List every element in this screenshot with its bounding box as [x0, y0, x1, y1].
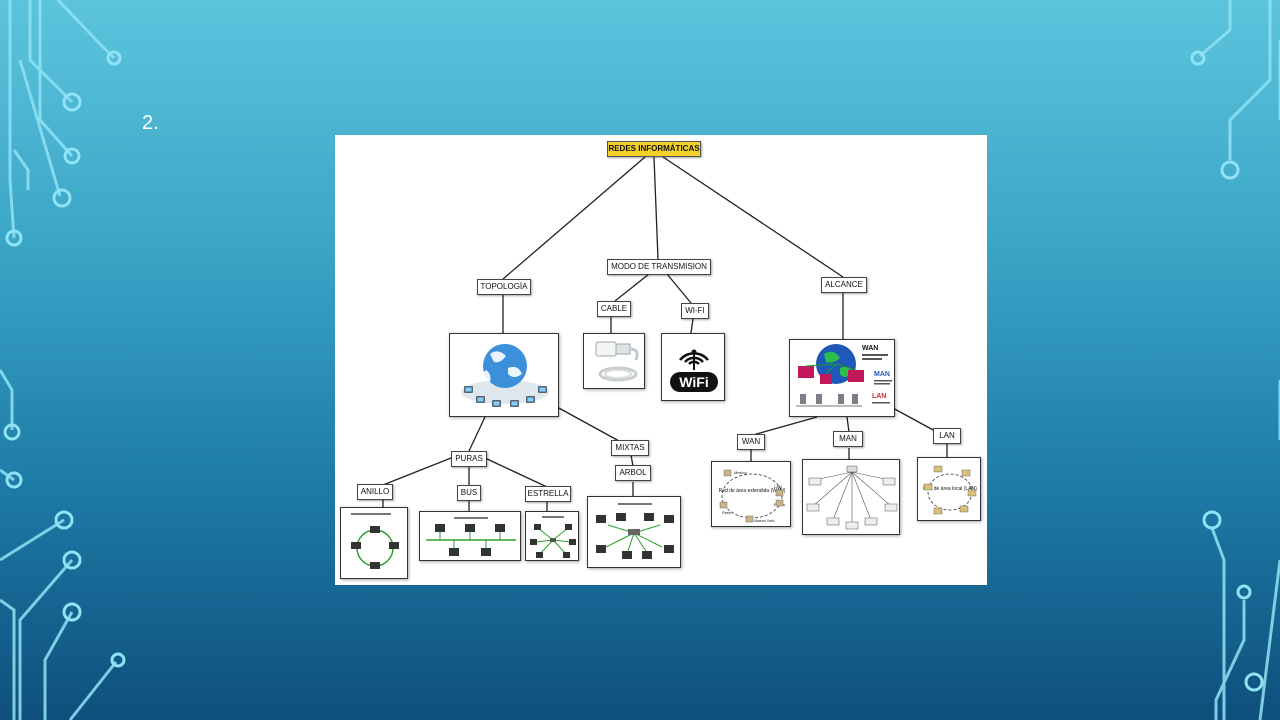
node-modo-de-transmision: MODO DE TRANSMISION	[607, 259, 711, 275]
node-bus: BUS	[457, 485, 481, 501]
node-alcance: ALCANCE	[821, 277, 867, 293]
bus-topology-image	[419, 511, 521, 561]
node-wifi: WI-FI	[681, 303, 709, 319]
slide-number: 2.	[142, 112, 159, 134]
node-puras: PURAS	[451, 451, 487, 467]
man-diagram-image	[802, 459, 900, 535]
ring-topology-image	[340, 507, 408, 579]
scope-man-label: MAN	[874, 371, 890, 378]
node-arbol: ARBOL	[615, 465, 651, 481]
concept-map-connectors	[382, 156, 948, 511]
wan-city-1: Mexico	[734, 470, 747, 475]
concept-map: REDES INFORMÁTICAS TOPOLOGÍA MODO DE TRA…	[335, 135, 987, 585]
wifi-logo-image: WiFi	[661, 333, 725, 401]
network-cable-image	[583, 333, 645, 389]
wan-diagram-image: Red de área extendida (WAN) Mexico LAN R…	[711, 461, 791, 527]
node-topologia: TOPOLOGÍA	[477, 279, 531, 295]
lan-diagram-image: Red de área local (LAN)	[917, 457, 981, 521]
circuit-decoration-right	[1190, 0, 1280, 720]
wan-city-2: LAN	[774, 484, 782, 489]
node-man: MAN	[833, 431, 863, 447]
node-lan: LAN	[933, 428, 961, 444]
scope-lan-label: LAN	[872, 393, 886, 400]
wifi-logo-text: WiFi	[679, 374, 708, 390]
node-estrella: ESTRELLA	[525, 486, 571, 502]
lan-center-label: Red de área local (LAN)	[923, 486, 977, 492]
node-redes-informaticas: REDES INFORMÁTICAS	[607, 141, 701, 157]
node-anillo: ANILLO	[357, 484, 393, 500]
wan-center-label: Red de área extendida (WAN)	[719, 488, 786, 494]
globe-network-image	[449, 333, 559, 417]
star-topology-image	[525, 511, 579, 561]
wan-city-5: Paris	[722, 510, 731, 515]
circuit-decoration-left	[0, 0, 126, 720]
scope-wan-label: WAN	[862, 345, 878, 352]
network-scope-image: WAN MAN LAN	[789, 339, 895, 417]
wan-city-4: Nueva York	[754, 518, 774, 523]
node-mixtas: MIXTAS	[611, 440, 649, 456]
node-wan: WAN	[737, 434, 765, 450]
tree-topology-image	[587, 496, 681, 568]
node-cable: CABLE	[597, 301, 631, 317]
